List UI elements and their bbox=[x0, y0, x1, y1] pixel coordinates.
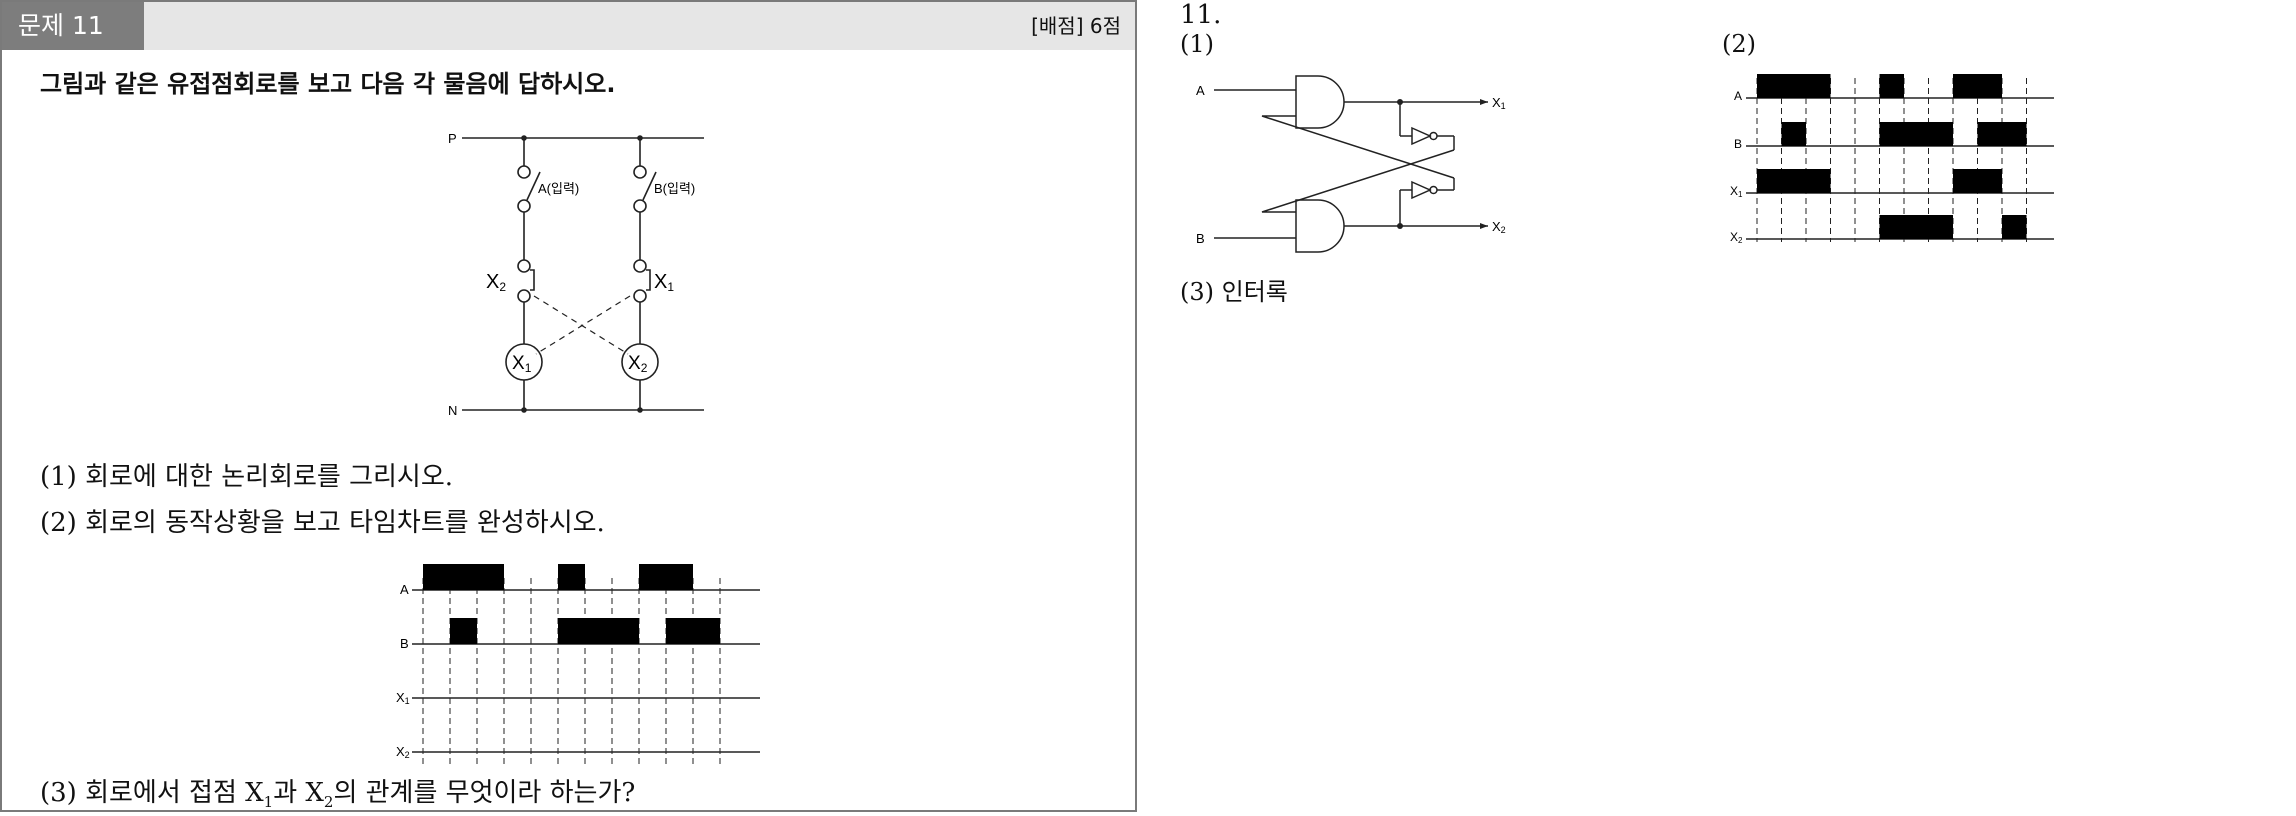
timing-pulse-x1-1 bbox=[1953, 169, 2002, 193]
answer-timing-label-b: B bbox=[1734, 137, 1742, 151]
logic-output-x2: X2 bbox=[1492, 219, 1506, 235]
rail-p-label: P bbox=[448, 131, 457, 146]
rail-n-label: N bbox=[448, 403, 457, 418]
timing-chart-answer: A B X1 X2 bbox=[1730, 74, 2054, 245]
timing-pulse-b-1 bbox=[558, 618, 639, 644]
not-gate-bottom bbox=[1411, 180, 1432, 200]
timing-pulse-b-0 bbox=[1781, 122, 1806, 146]
and-gate-bottom bbox=[1295, 199, 1345, 253]
problem-question: 그림과 같은 유접점회로를 보고 다음 각 물음에 답하시오. bbox=[40, 70, 616, 98]
problem-header: 문제 11 [배점] 6점 bbox=[2, 2, 1135, 50]
timing-pulse-a-1 bbox=[558, 564, 585, 590]
logic-circuit-diagram: A B X1 X2 bbox=[1196, 75, 1506, 253]
contact-x2-blade bbox=[530, 269, 535, 291]
problem-box: 문제 11 [배점] 6점 그림과 같은 유접점회로를 보고 다음 각 물음에 … bbox=[0, 0, 1137, 812]
switch-b-contact-top bbox=[633, 165, 647, 179]
timing-label-b: B bbox=[400, 636, 409, 651]
problem-number-tag: 문제 11 bbox=[2, 2, 144, 50]
timing-pulse-b-2 bbox=[666, 618, 720, 644]
link-dashed-2 bbox=[535, 295, 631, 355]
timing-pulse-a-0 bbox=[1757, 74, 1831, 98]
switch-b-label: B(입력) bbox=[654, 181, 695, 196]
answer-title: 11. bbox=[1180, 0, 1222, 30]
timing-label-x1: X1 bbox=[396, 690, 410, 706]
timing-pulse-x2-1 bbox=[2002, 215, 2027, 239]
switch-b-blade bbox=[642, 171, 657, 201]
timing-pulse-a-1 bbox=[1879, 74, 1904, 98]
contact-x2-bottom bbox=[517, 289, 531, 303]
problem-score: [배점] 6점 bbox=[1031, 14, 1121, 38]
contact-x1-top bbox=[633, 259, 647, 273]
timing-pulse-b-1 bbox=[1879, 122, 1953, 146]
switch-a-label: A(입력) bbox=[538, 181, 579, 196]
logic-input-b: B bbox=[1196, 231, 1205, 246]
timing-pulse-a-0 bbox=[423, 564, 504, 590]
coil-left-label: X1 bbox=[512, 353, 532, 375]
answer-part-1-label: (1) bbox=[1180, 30, 1214, 58]
timing-label-x2: X2 bbox=[396, 744, 410, 760]
link-dashed-1 bbox=[533, 295, 629, 355]
sub-question-1: (1) 회로에 대한 논리회로를 그리시오. bbox=[40, 462, 454, 492]
switch-a-contact-bottom bbox=[517, 199, 531, 213]
timing-pulse-a-2 bbox=[639, 564, 693, 590]
timing-label-a: A bbox=[400, 582, 409, 597]
timing-pulse-b-0 bbox=[450, 618, 477, 644]
contact-x1-blade bbox=[646, 269, 651, 291]
contact-right-label: X1 bbox=[654, 271, 674, 294]
answer-timing-label-a: A bbox=[1734, 89, 1742, 103]
and-gate-top bbox=[1295, 75, 1345, 129]
answer-part-2-label: (2) bbox=[1722, 30, 1756, 58]
switch-b-contact-bottom bbox=[633, 199, 647, 213]
logic-output-x1: X1 bbox=[1492, 95, 1506, 111]
not-gate-top bbox=[1411, 126, 1432, 146]
timing-pulse-x1-0 bbox=[1757, 169, 1831, 193]
contact-x1-bottom bbox=[633, 289, 647, 303]
answer-timing-label-x1: X1 bbox=[1730, 184, 1743, 199]
switch-a-blade bbox=[526, 171, 541, 201]
sub-question-3: (3) 회로에서 접점 X1과 X2의 관계를 무엇이라 하는가? bbox=[40, 778, 636, 812]
logic-input-a: A bbox=[1196, 83, 1205, 98]
switch-a-contact-top bbox=[517, 165, 531, 179]
answer-timing-label-x2: X2 bbox=[1730, 230, 1743, 245]
sub-question-2: (2) 회로의 동작상황을 보고 타임차트를 완성하시오. bbox=[40, 508, 605, 538]
coil-right-label: X2 bbox=[628, 353, 648, 375]
contact-left-label: X2 bbox=[486, 271, 506, 294]
contact-x2-top bbox=[517, 259, 531, 273]
answer-part-3-text: (3) 인터록 bbox=[1180, 278, 1288, 306]
relay-circuit-diagram: P N A(입력) B(입력) X2 X1 X1 X2 bbox=[448, 131, 704, 418]
timing-pulse-x2-0 bbox=[1879, 215, 1953, 239]
timing-pulse-b-2 bbox=[1977, 122, 2027, 146]
timing-pulse-a-2 bbox=[1953, 74, 2002, 98]
timing-chart-problem: A B X1 X2 bbox=[396, 564, 760, 766]
